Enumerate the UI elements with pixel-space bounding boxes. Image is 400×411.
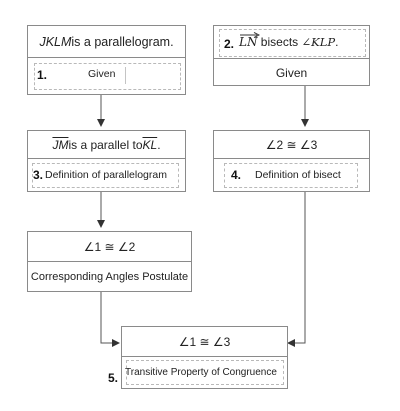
step1-statement-var: JKLM [39,34,72,49]
step1-statement-rest: is a parallelogram. [71,34,174,49]
step5-reason: Corresponding Angles Postulate [30,271,189,283]
step5-box: ∠1 ≅ ∠2 Corresponding Angles Postulate [27,231,192,292]
step3-seg2: KL [142,137,158,152]
step3-reason: Definition of parallelogram [45,169,167,181]
step2-angle: ∠KLP [301,35,336,49]
step6-number: 5. [108,371,119,385]
step4-reason-field[interactable] [224,163,358,188]
step2-reason: Given [214,58,369,86]
step4-statement: ∠2 ≅ ∠3 [214,131,369,159]
step1-cursor [125,67,126,84]
step3-statement: JM is a parallel to KL. [28,131,185,159]
step2-number: 2. [224,37,235,51]
step3-seg1: JM [52,137,69,152]
step2-ray-label: LN [239,32,260,49]
step4-box: ∠2 ≅ ∠3 4. Definition of bisect [213,130,370,192]
step1-reason: Given [88,68,116,80]
step3-reason-field[interactable] [32,163,179,188]
step1-number: 1. [37,68,48,82]
step4-reason: Definition of bisect [255,169,341,181]
step2-statement: LN bisects ∠KLP. [239,32,338,49]
step3-box: JM is a parallel to KL. 3. Definition of… [27,130,186,192]
ray-arrow-icon [240,32,260,38]
step6-reason-field[interactable] [126,360,284,385]
step4-number: 4. [231,168,242,182]
step6-box: ∠1 ≅ ∠3 5. Transitive Property of Congru… [108,326,288,389]
step1-box: JKLM is a parallelogram. 1. Given [27,25,186,95]
step1-statement: JKLM is a parallelogram. [28,26,185,58]
step3-number: 3. [33,168,44,182]
arrow-step4-to-step6 [287,192,306,347]
step2-statement-field[interactable] [219,29,366,57]
step5-statement: ∠1 ≅ ∠2 [28,232,191,262]
step6-reason: Transitive Property of Congruence [125,367,277,378]
step6-statement: ∠1 ≅ ∠3 [122,327,287,357]
step2-box: 2. LN bisects ∠KLP. Given [213,25,370,86]
step1-reason-field[interactable] [34,63,181,90]
arrow-step5-to-step6 [100,292,120,347]
